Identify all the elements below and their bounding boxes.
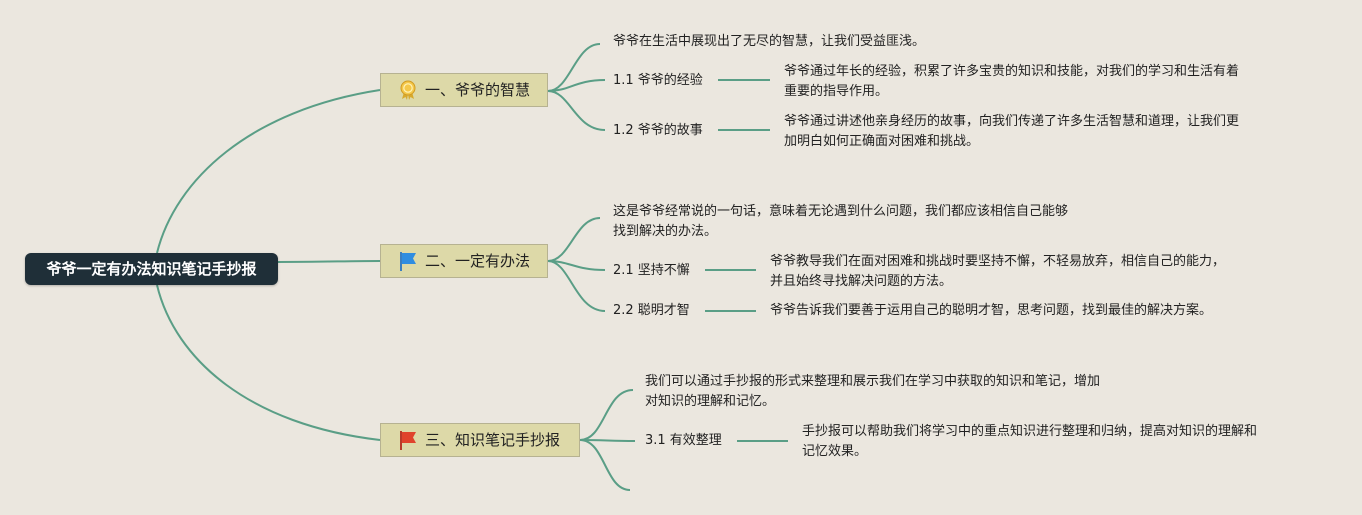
connector-root-branch-3 — [156, 284, 381, 441]
branch-node-3[interactable]: 三、知识笔记手抄报 — [380, 423, 580, 457]
branch-node-2[interactable]: 二、一定有办法 — [380, 244, 548, 278]
connector-root-branch-1 — [156, 89, 381, 254]
sub-text-3-1: 手抄报可以帮助我们将学习中的重点知识进行整理和归纳，提高对知识的理解和 记忆效果… — [802, 424, 1258, 459]
red-flag-icon — [397, 429, 419, 451]
connector-b2-sub2 — [547, 260, 606, 312]
sub-text-1-2: 爷爷通过讲述他亲身经历的故事，向我们传递了许多生活智慧和道理，让我们更 加明白如… — [784, 114, 1240, 149]
blue-flag-icon — [397, 250, 419, 272]
sub-text-2-1: 爷爷教导我们在面对困难和挑战时要坚持不懈，不轻易放弃，相信自己的能力， 并且始终… — [770, 254, 1226, 289]
sub-text-2-2: 爷爷告诉我们要善于运用自己的聪明才智，思考问题，找到最佳的解决方案。 — [770, 303, 1213, 318]
connector-b1-sub1 — [547, 79, 606, 92]
sub-label-1-1[interactable]: 1.1 爷爷的经验 — [613, 73, 703, 88]
sub-label-2-2[interactable]: 2.2 聪明才智 — [613, 303, 690, 318]
connector-b3-empty — [579, 439, 631, 491]
connector-b2-sub1 — [547, 260, 606, 271]
connector-b3-sub1 — [579, 439, 636, 442]
sub-text-1-1: 爷爷通过年长的经验，积累了许多宝贵的知识和技能，对我们的学习和生活有着 重要的指… — [784, 64, 1240, 99]
sub-label-3-1[interactable]: 3.1 有效整理 — [645, 433, 722, 448]
root-title: 爷爷一定有办法知识笔记手抄报 — [46, 260, 257, 278]
connector-b3-note — [579, 389, 634, 441]
connector-b2-note — [547, 217, 601, 262]
root-node[interactable]: 爷爷一定有办法知识笔记手抄报 — [25, 253, 278, 285]
branch-2-title: 二、一定有办法 — [425, 252, 531, 270]
connector-b1-note — [547, 43, 601, 92]
connector-b1-sub2 — [547, 90, 606, 131]
connector-root-branch-2 — [277, 260, 381, 263]
branch-3-title: 三、知识笔记手抄报 — [425, 431, 561, 449]
branch-node-1[interactable]: 一、爷爷的智慧 — [380, 73, 548, 107]
sub-label-1-2[interactable]: 1.2 爷爷的故事 — [613, 123, 703, 138]
branch-3-note: 我们可以通过手抄报的形式来整理和展示我们在学习中获取的知识和笔记，增加 对知识的… — [645, 374, 1101, 409]
branch-1-note: 爷爷在生活中展现出了无尽的智慧，让我们受益匪浅。 — [613, 34, 926, 49]
award-medal-icon — [397, 79, 419, 101]
sub-label-2-1[interactable]: 2.1 坚持不懈 — [613, 263, 690, 278]
branch-2-note: 这是爷爷经常说的一句话，意味着无论遇到什么问题，我们都应该相信自己能够 找到解决… — [613, 204, 1069, 239]
branch-1-title: 一、爷爷的智慧 — [425, 81, 531, 99]
